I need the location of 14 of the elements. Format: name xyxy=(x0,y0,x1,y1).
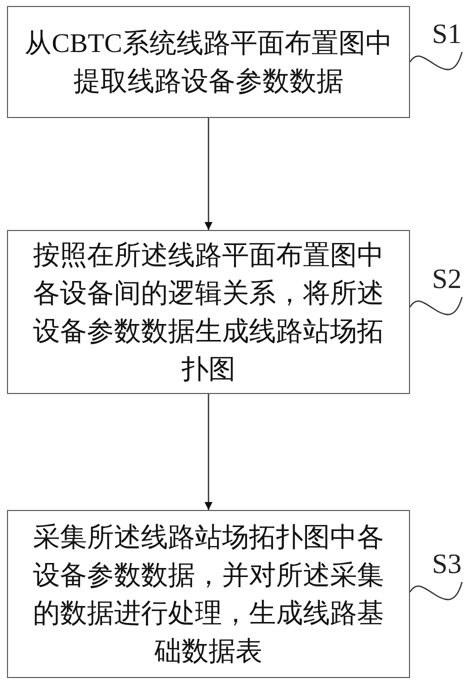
process-box xyxy=(7,230,410,394)
leader-line xyxy=(409,296,463,316)
process-box xyxy=(7,510,410,678)
process-box xyxy=(7,6,410,118)
step-text: 采集所述线路站场拓扑图中各设备参数数据，并对所述采集的数据进行处理，生成线路基础数据表 xyxy=(32,521,385,668)
step-text: 从CBTC系统线路平面布置图中提取线路设备参数数据 xyxy=(24,27,394,98)
step-label: S3 xyxy=(432,550,462,580)
leader-line xyxy=(409,52,463,70)
step-text: 按照在所述线路平面布置图中各设备间的逻辑关系，将所述设备参数数据生成线路站场拓扑图 xyxy=(32,239,385,386)
step-label: S1 xyxy=(432,20,462,50)
arrow xyxy=(204,118,212,230)
leader-line xyxy=(409,582,463,600)
step-label: S2 xyxy=(432,265,462,295)
arrow xyxy=(204,394,212,510)
